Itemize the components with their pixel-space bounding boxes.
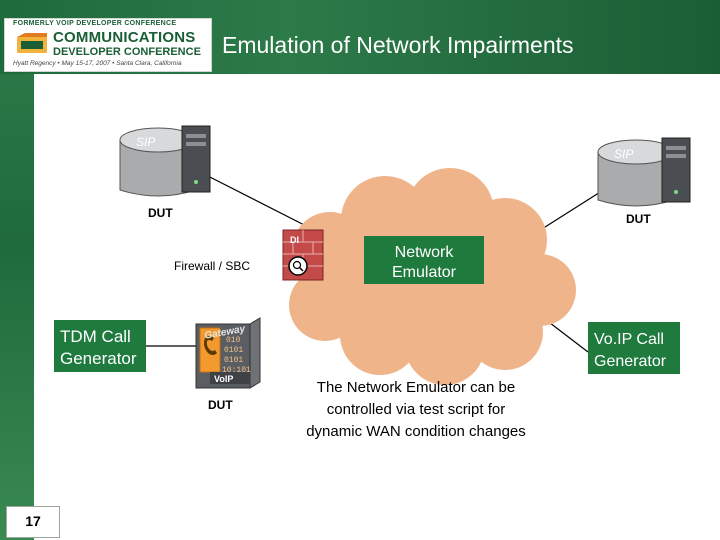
dut-left-label: DUT bbox=[148, 206, 173, 220]
voip-call-generator-box bbox=[588, 322, 680, 374]
slide-title: Emulation of Network Impairments bbox=[222, 32, 574, 58]
dut-gateway-label: DUT bbox=[208, 398, 233, 412]
network-emulator-line2: Emulator bbox=[392, 264, 457, 281]
voip-line2: Generator bbox=[594, 353, 667, 370]
gateway-binary-1: 010 bbox=[226, 336, 241, 345]
logo-line-3: Hyatt Regency • May 15-17, 2007 • Santa … bbox=[13, 60, 182, 67]
gateway-binary-4: 10:101 bbox=[222, 366, 251, 375]
sidebar-decoration bbox=[0, 0, 34, 540]
firewall-tag: DI bbox=[290, 235, 299, 245]
logo-line-2: DEVELOPER CONFERENCE bbox=[53, 46, 201, 58]
note-line1: The Network Emulator can be bbox=[317, 379, 515, 396]
line-left-server-cloud bbox=[199, 171, 319, 233]
server-right-icon bbox=[597, 137, 691, 207]
network-emulator-line1: Network bbox=[395, 244, 455, 261]
note-line3: dynamic WAN condition changes bbox=[306, 423, 526, 440]
server-right-text: SIP bbox=[614, 147, 633, 161]
tdm-line1: TDM Call bbox=[60, 327, 131, 346]
network-emulator-box bbox=[364, 236, 484, 284]
gateway-voip: VoIP bbox=[214, 374, 233, 384]
logo-top-text: FORMERLY VOIP DEVELOPER CONFERENCE bbox=[13, 20, 177, 27]
dut-right-label: DUT bbox=[626, 212, 651, 226]
gateway-binary-2: 0101 bbox=[224, 346, 243, 355]
tdm-call-generator-box bbox=[54, 320, 146, 372]
gateway-icon bbox=[195, 317, 261, 389]
logo-line-1: COMMUNICATIONS bbox=[53, 29, 196, 46]
server-left-icon bbox=[119, 125, 211, 197]
tdm-line2: Generator bbox=[60, 349, 137, 368]
logo-mark-icon bbox=[17, 33, 47, 53]
firewall-icon bbox=[282, 229, 324, 281]
gateway-binary-3: 0101 bbox=[224, 356, 243, 365]
firewall-label: Firewall / SBC bbox=[174, 259, 250, 273]
slide-number: 17 bbox=[6, 506, 60, 538]
server-left-text: SIP bbox=[136, 135, 155, 149]
note-line2: controlled via test script for bbox=[327, 401, 505, 418]
conference-logo: FORMERLY VOIP DEVELOPER CONFERENCE COMMU… bbox=[4, 18, 212, 72]
voip-line1: Vo.IP Call bbox=[594, 331, 664, 348]
